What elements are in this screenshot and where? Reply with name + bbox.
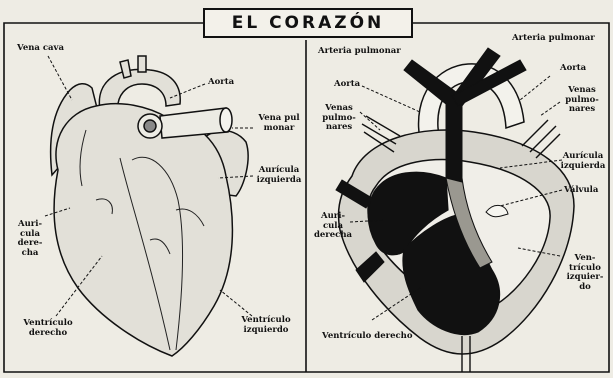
label-ventriculo-izquierdo-sec: Ven- trículo izquier- do (562, 254, 608, 292)
label-ventriculo-derecho-ext: Ventrículo derecho (20, 319, 76, 338)
label-aorta: Aorta (208, 78, 234, 88)
label-vena-pulmonar: Vena pul monar (252, 114, 306, 133)
label-ventriculo-izquierdo-ext: Ventrículo izquierdo (236, 316, 296, 335)
exterior-heart (51, 56, 249, 356)
label-aorta-right: Aorta (560, 64, 586, 74)
label-auricula-derecha-sec: Auri- cula derecha (312, 212, 354, 241)
label-auricula-izquierda-sec: Aurícula izquierda (556, 152, 610, 171)
label-venas-pulmonares-right: Venas pulmo- nares (558, 86, 606, 115)
label-arteria-pulmonar-right: Arteria pulmonar (512, 34, 595, 44)
label-auricula-izquierda-ext: Aurícula izquierda (252, 166, 306, 185)
label-auricula-derecha-ext: Auri- cula dere- cha (10, 220, 50, 258)
label-ventriculo-derecho-sec: Ventrículo derecho (322, 332, 413, 342)
diagram-title: EL CORAZÓN (203, 8, 413, 38)
label-vena-cava: Vena cava (17, 44, 64, 54)
label-venas-pulmonares-left: Venas pulmo- nares (318, 104, 360, 133)
label-valvula: Válvula (564, 186, 598, 196)
label-aorta-left: Aorta (334, 80, 360, 90)
label-arteria-pulmonar-left: Arteria pulmonar (318, 47, 401, 57)
